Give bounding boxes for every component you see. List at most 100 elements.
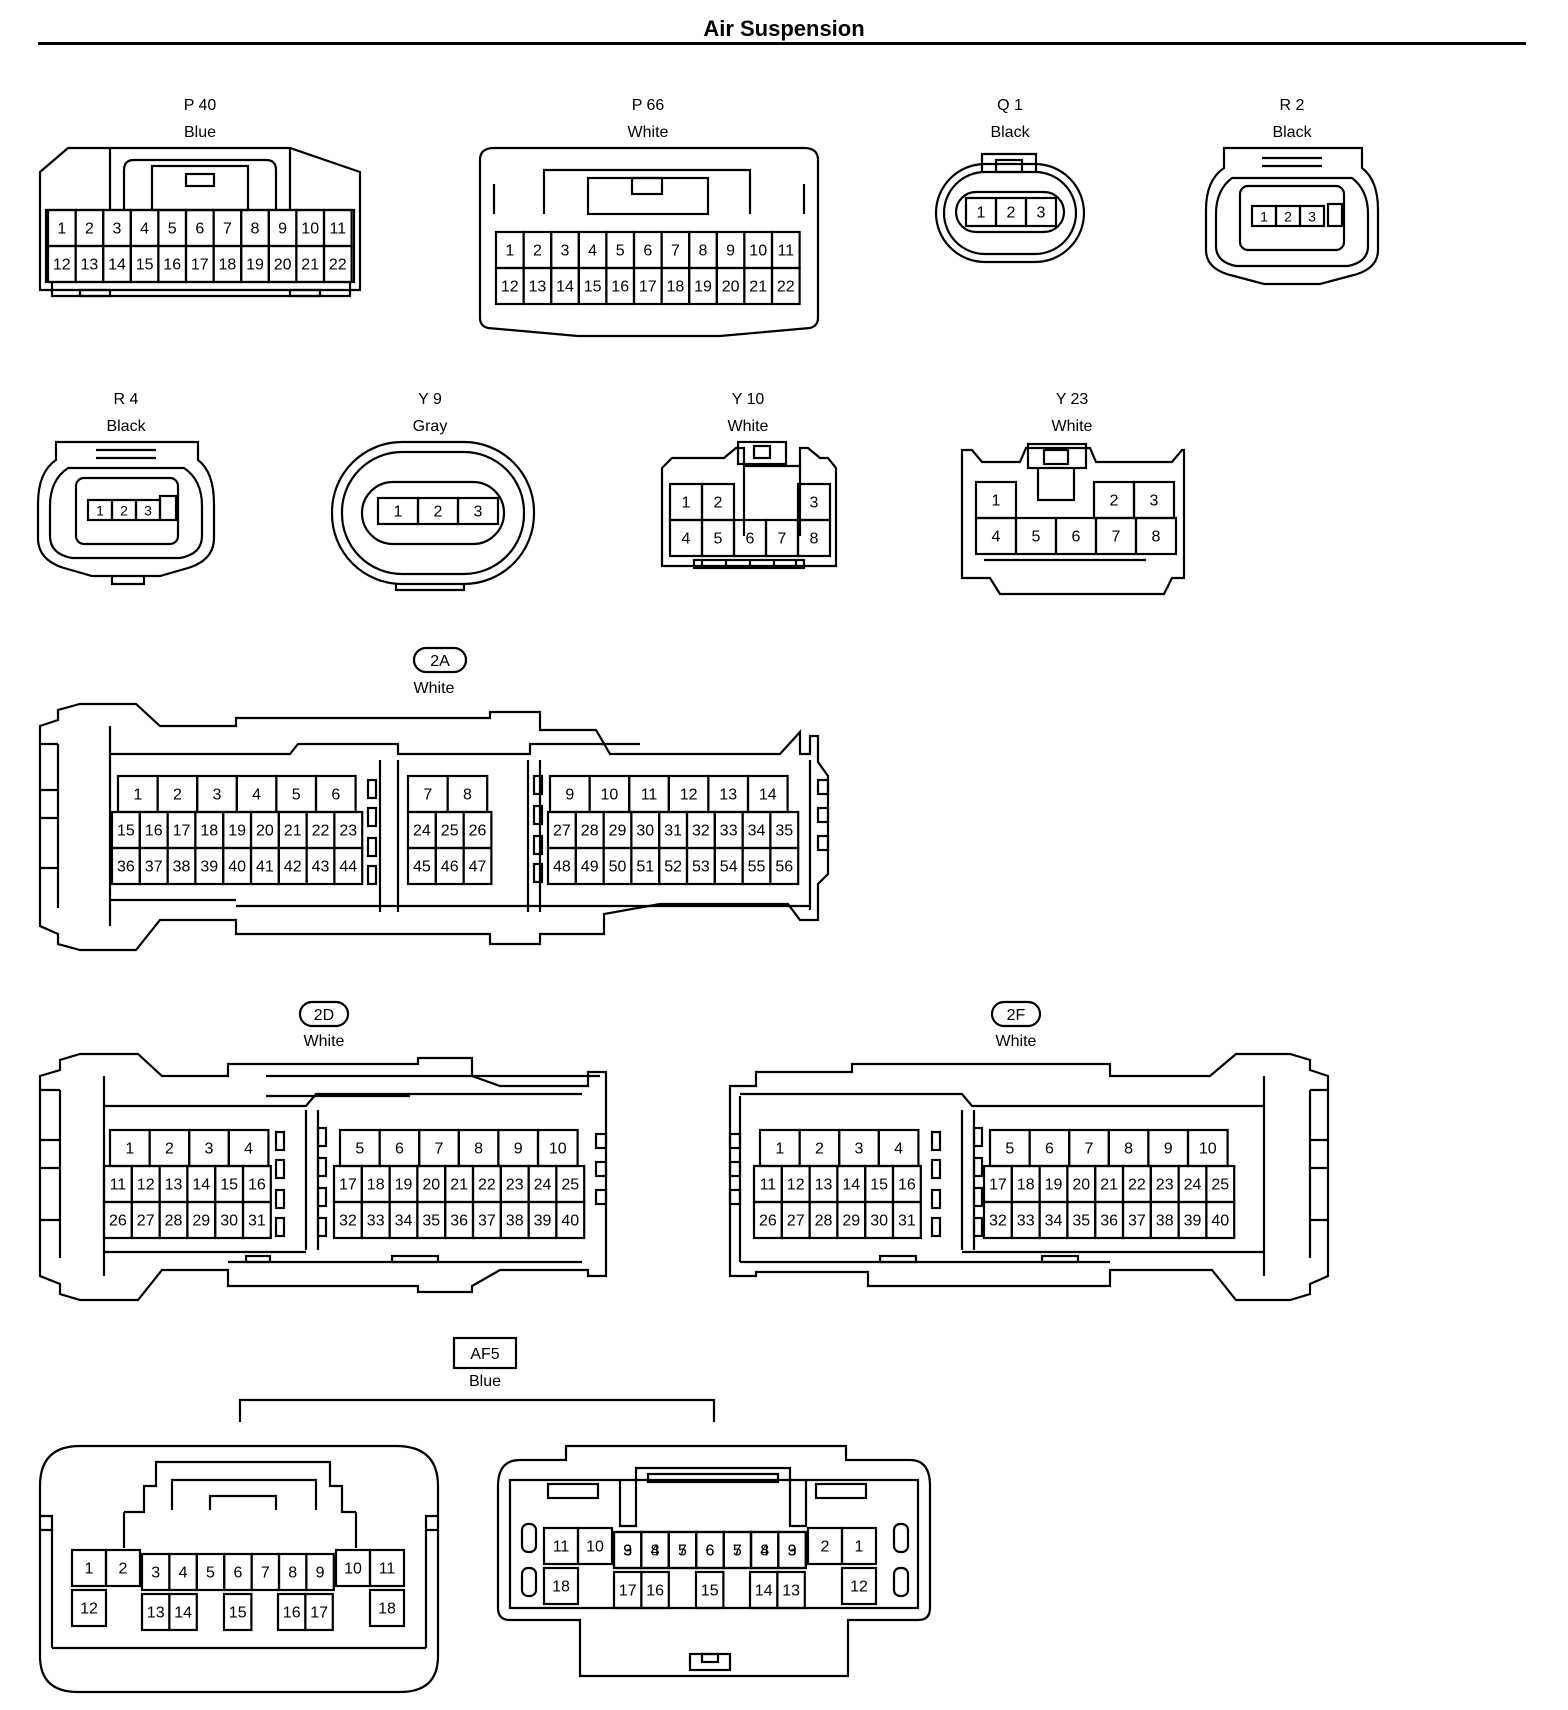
connector-2d-pin-22: 22 xyxy=(478,1177,496,1194)
connector-2f-pin-8: 8 xyxy=(1124,1141,1133,1158)
connector-2f-pin-9: 9 xyxy=(1164,1141,1173,1158)
connector-p40-pin-18: 18 xyxy=(219,257,237,274)
connector-2f-pin-7: 7 xyxy=(1085,1141,1094,1158)
connector-af5-pin-16-cell xyxy=(640,1570,670,1610)
connector-2a-pin-25: 25 xyxy=(441,823,459,840)
connector-p40-pin-7: 7 xyxy=(223,221,232,238)
connector-y23-pin-3: 3 xyxy=(1150,493,1159,510)
connector-af5-pin-10-cell xyxy=(576,1526,614,1566)
connector-y23-pin-6: 6 xyxy=(1072,529,1081,546)
connector-af5-pin-1: 1 xyxy=(855,1539,864,1556)
connector-2f-pin-1: 1 xyxy=(775,1141,784,1158)
connector-2a-pin-46: 46 xyxy=(441,859,459,876)
connector-2f-pin-39: 39 xyxy=(1184,1213,1202,1230)
connector-y10-pin-1: 1 xyxy=(682,495,691,512)
connector-2f-id-badge xyxy=(990,1000,1042,1028)
connector-af5-pin-9: 9 xyxy=(623,1543,632,1560)
connector-2d-id: 2D xyxy=(314,1007,334,1024)
connector-p40-pin-3: 3 xyxy=(113,221,122,238)
connector-2f-pin-36: 36 xyxy=(1100,1213,1118,1230)
connector-af5-pin-16: 16 xyxy=(283,1605,301,1622)
connector-af5-pin-15-cell xyxy=(694,1570,725,1610)
connector-2a-pin-4: 4 xyxy=(252,787,261,804)
connector-2f-pin-38: 38 xyxy=(1156,1213,1174,1230)
connector-y23-pin-8: 8 xyxy=(1152,529,1161,546)
connector-r2-id: R 2 xyxy=(1280,97,1305,114)
connector-p40-pin-19: 19 xyxy=(246,257,264,274)
connector-2a-pin-55: 55 xyxy=(748,859,766,876)
connector-y23-housing xyxy=(960,446,1186,596)
connector-p40-pin-4: 4 xyxy=(140,221,149,238)
connector-2a-pin-40: 40 xyxy=(228,859,246,876)
connector-2f-pin-10: 10 xyxy=(1199,1141,1217,1158)
connector-y9-pin-1: 1 xyxy=(394,504,403,521)
connector-2a-pin-24: 24 xyxy=(413,823,431,840)
connector-2d-pin-6: 6 xyxy=(395,1141,404,1158)
connector-p40-pin-22: 22 xyxy=(329,257,347,274)
connector-p40-pin-21: 21 xyxy=(301,257,319,274)
connector-2a-pin-5: 5 xyxy=(292,787,301,804)
connector-2a-pin-10: 10 xyxy=(601,787,619,804)
connector-2f-pin-30: 30 xyxy=(870,1213,888,1230)
connector-p40-id: P 40 xyxy=(184,97,217,114)
connector-af5-pin-5: 5 xyxy=(678,1543,687,1560)
connector-y9-id: Y 9 xyxy=(418,391,442,408)
connector-2f-pin-4: 4 xyxy=(894,1141,903,1158)
connector-2a-pin-15: 15 xyxy=(117,823,135,840)
connector-2f-pin-18: 18 xyxy=(1017,1177,1035,1194)
connector-p66-pin-8: 8 xyxy=(699,243,708,260)
connector-2d-pin-36: 36 xyxy=(450,1213,468,1230)
connector-2a-pin-54: 54 xyxy=(720,859,738,876)
connector-p66-pin-9: 9 xyxy=(726,243,735,260)
connector-af5-pin-9-cell xyxy=(305,1552,335,1592)
connector-y10-pin-4: 4 xyxy=(682,531,691,548)
connector-2f-pin-2: 2 xyxy=(815,1141,824,1158)
connector-2d-color: White xyxy=(304,1033,345,1050)
connector-2d-pin-18: 18 xyxy=(367,1177,385,1194)
connector-af5-pin-7: 7 xyxy=(733,1543,742,1560)
connector-2a-pin-14: 14 xyxy=(759,787,777,804)
connector-r2-pin-3: 3 xyxy=(1308,209,1316,225)
connector-2a-pin-37: 37 xyxy=(145,859,163,876)
connector-2a-pin-56: 56 xyxy=(775,859,793,876)
connector-2f-pin-15: 15 xyxy=(870,1177,888,1194)
connector-2f-pin-13: 13 xyxy=(815,1177,833,1194)
connector-2a-side-slots xyxy=(366,774,830,886)
connector-af5-pin-6: 6 xyxy=(233,1565,242,1582)
connector-af5-pin-8: 8 xyxy=(651,1543,660,1560)
connector-af5-pin-2-cell xyxy=(104,1548,142,1588)
connector-2a-pin-41: 41 xyxy=(256,859,274,876)
connector-y9-pin-2: 2 xyxy=(434,504,443,521)
connector-af5-pin-3-cell xyxy=(777,1530,807,1570)
connector-af5-pin-5: 5 xyxy=(733,1543,742,1560)
connector-y10-pin-8: 8 xyxy=(810,531,819,548)
connector-af5-pin-17: 17 xyxy=(619,1583,637,1600)
connector-2d-side-slots xyxy=(244,1126,608,1264)
connector-2a-pin-16: 16 xyxy=(145,823,163,840)
connector-af5-pin-13: 13 xyxy=(782,1583,800,1600)
connector-2a-pin-42: 42 xyxy=(284,859,302,876)
connector-2d-housing xyxy=(38,1052,608,1302)
connector-p40-pin-22-cell xyxy=(322,244,353,284)
connector-2a-id: 2A xyxy=(430,653,450,670)
connector-2f-pin-25: 25 xyxy=(1211,1177,1229,1194)
connector-2d-pin-38: 38 xyxy=(506,1213,524,1230)
connector-2f-pin-28: 28 xyxy=(815,1213,833,1230)
